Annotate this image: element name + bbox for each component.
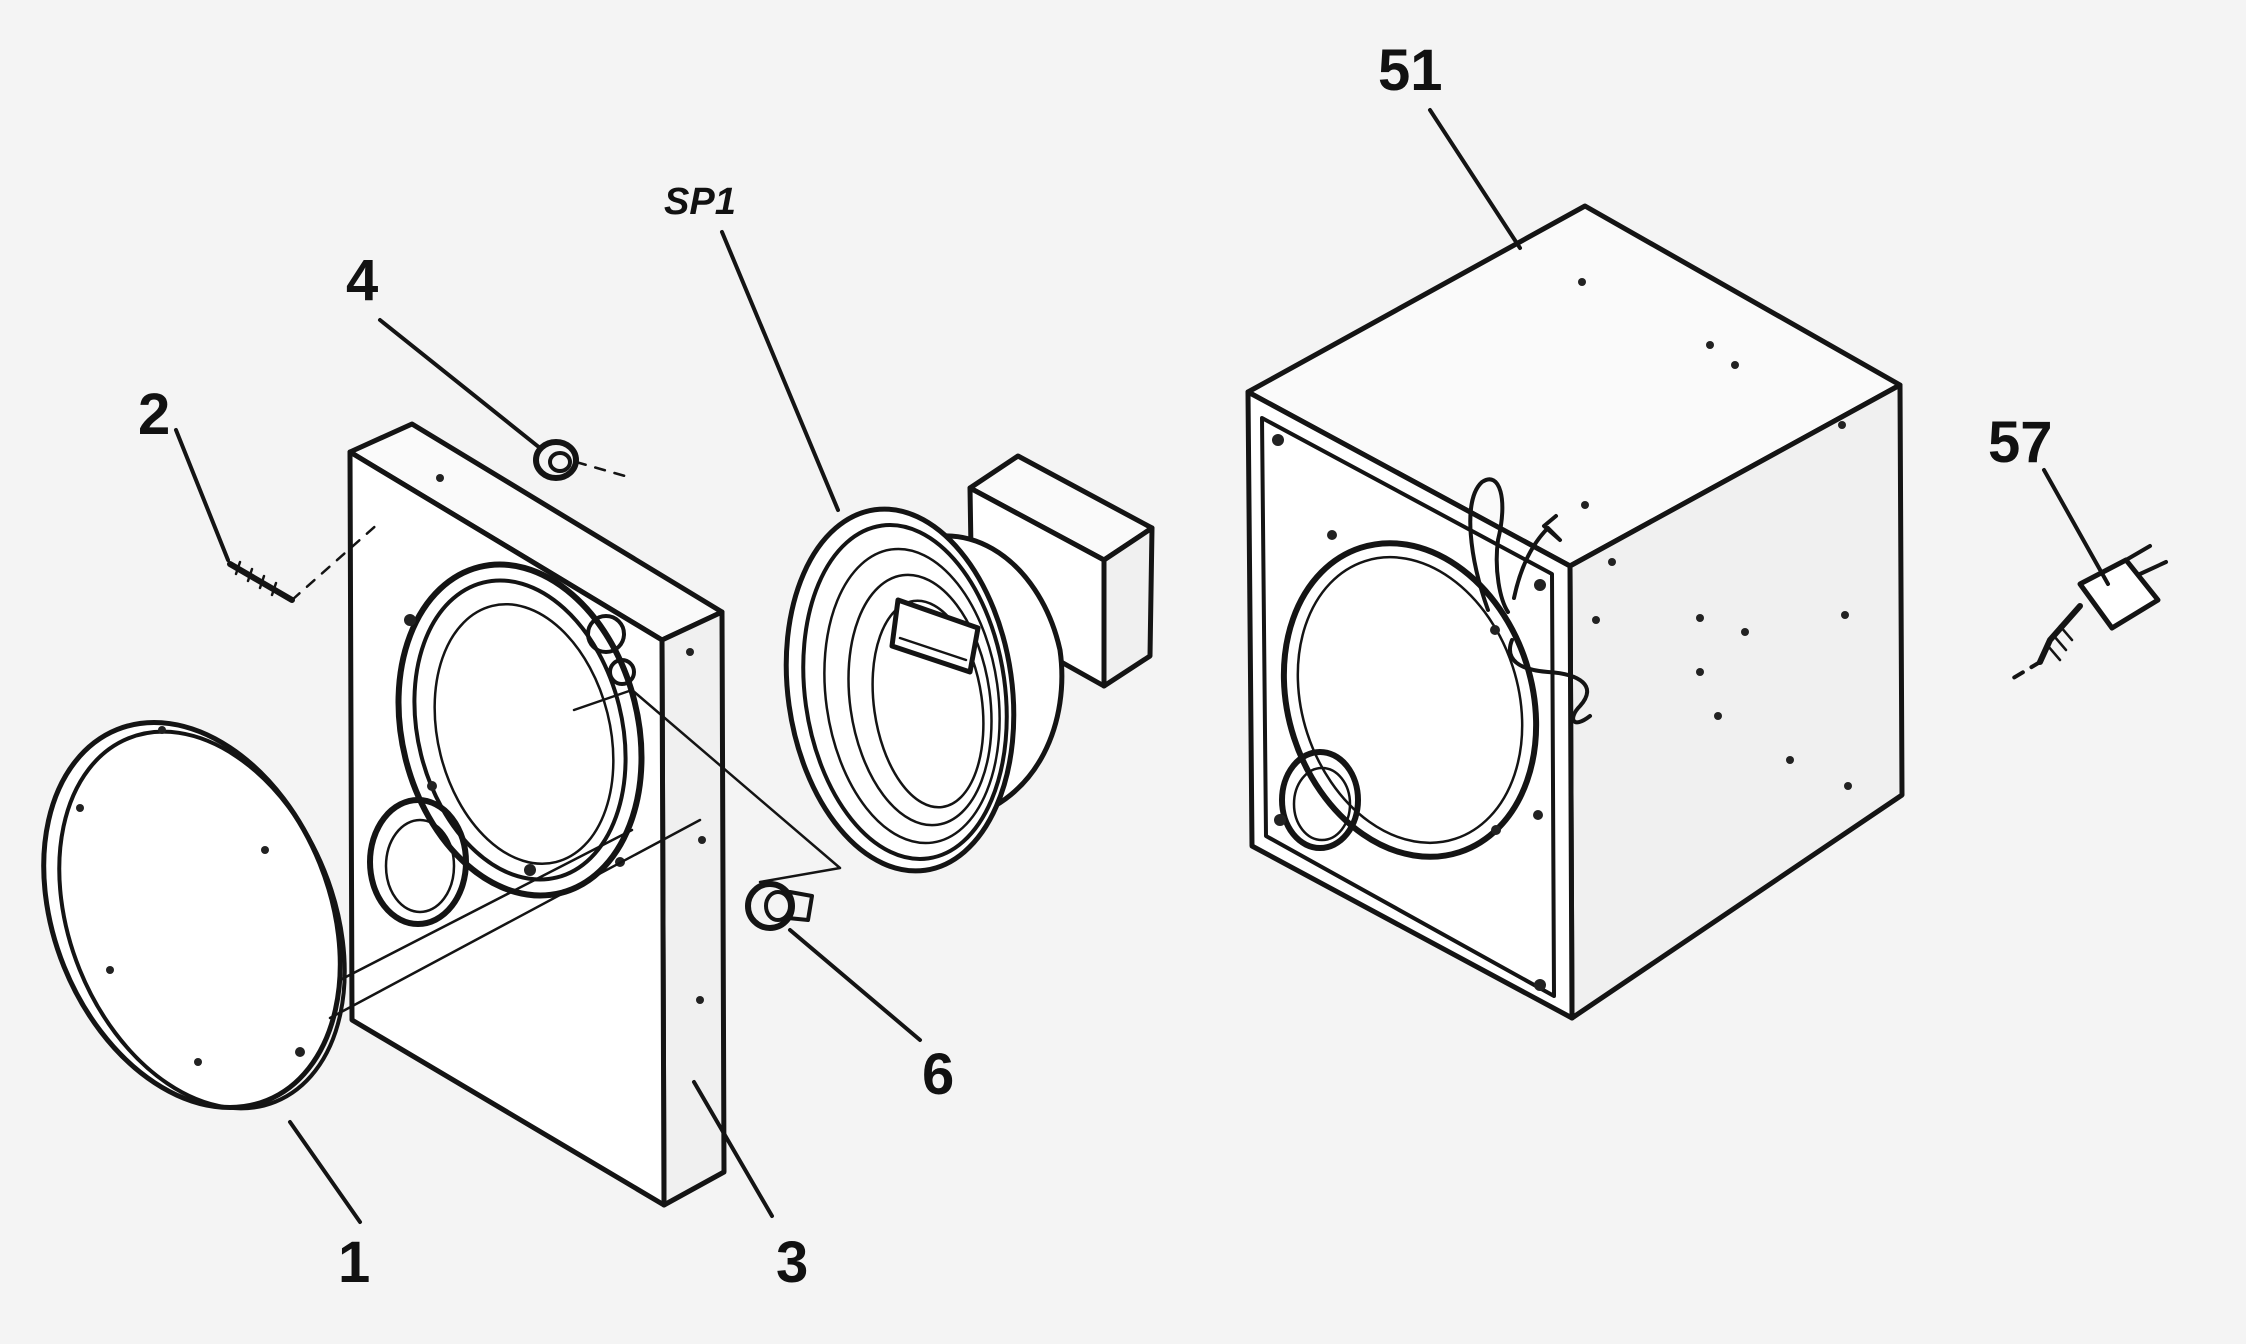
screw-part xyxy=(227,560,295,603)
label-baffle: 3 xyxy=(776,1230,808,1295)
cabinet-part xyxy=(1245,203,1905,1021)
label-speaker: SP1 xyxy=(664,181,736,223)
label-clip: 6 xyxy=(922,1042,954,1107)
label-power-cord: 57 xyxy=(1988,410,2053,475)
label-cabinet: 51 xyxy=(1378,38,1443,103)
clip-part xyxy=(745,881,814,931)
power-cord-part xyxy=(2008,544,2168,682)
leader-lines xyxy=(174,108,2110,1224)
assembly-lines xyxy=(290,460,842,1020)
speaker-driver-part xyxy=(783,453,1155,874)
label-screw: 2 xyxy=(138,382,170,447)
bushing-part xyxy=(533,439,579,481)
label-grille: 1 xyxy=(338,1230,370,1295)
grille-part xyxy=(41,719,347,1111)
label-bushing: 4 xyxy=(346,248,378,313)
baffle-frame-part xyxy=(347,421,727,1208)
